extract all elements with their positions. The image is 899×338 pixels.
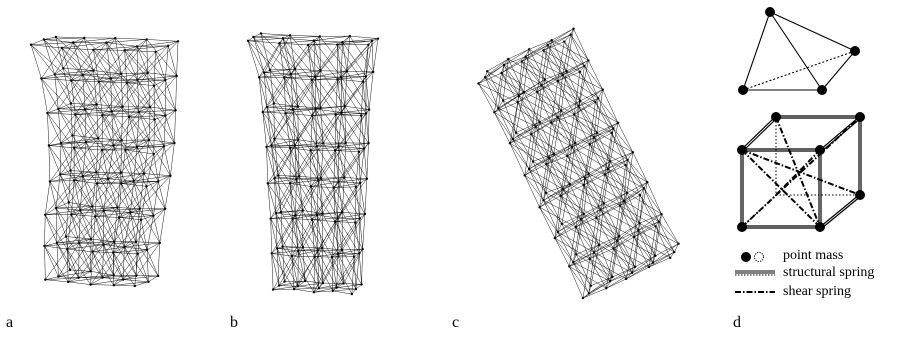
tetra-mass-right — [817, 85, 827, 95]
mesh-a-springs — [30, 36, 179, 287]
mesh-b-springs — [247, 33, 379, 295]
mesh-c-tilted-tower — [477, 27, 680, 300]
mesh-c-springs — [478, 28, 679, 299]
cube-mass-2 — [855, 112, 865, 122]
tetra-mass-left — [738, 85, 748, 95]
tetra-mass-top — [765, 7, 775, 17]
cube-mass-4 — [815, 145, 825, 155]
panel-label-a: a — [6, 314, 14, 331]
panel-label-b: b — [230, 314, 238, 331]
cube-mass-6 — [737, 222, 747, 232]
mesh-a-deformed-tower — [29, 35, 180, 288]
mesh-b-regular-tower — [246, 32, 380, 296]
mesh-a-masses — [29, 35, 180, 288]
legend-symbols — [735, 252, 775, 293]
cube-mass-7 — [815, 222, 825, 232]
tetra-mass-back — [850, 46, 860, 56]
tetrahedron-diagram — [738, 7, 860, 95]
panel-label-d: d — [733, 314, 741, 331]
mesh-b-masses — [246, 32, 380, 296]
mesh-c-masses — [477, 27, 680, 300]
structural-spring-icon — [735, 270, 775, 276]
cube-mass-1 — [771, 112, 781, 122]
legend-structural-spring: structural spring — [783, 265, 875, 280]
cube-mass-3 — [737, 145, 747, 155]
panel-label-c: c — [452, 314, 460, 331]
legend-shear-spring: shear spring — [783, 284, 852, 299]
point-mass-solid-icon — [741, 252, 751, 262]
point-mass-hidden-icon — [754, 252, 764, 262]
legend-point-mass: point mass — [783, 248, 844, 263]
cube-diagram — [737, 112, 865, 232]
cube-mass-5 — [855, 190, 865, 200]
